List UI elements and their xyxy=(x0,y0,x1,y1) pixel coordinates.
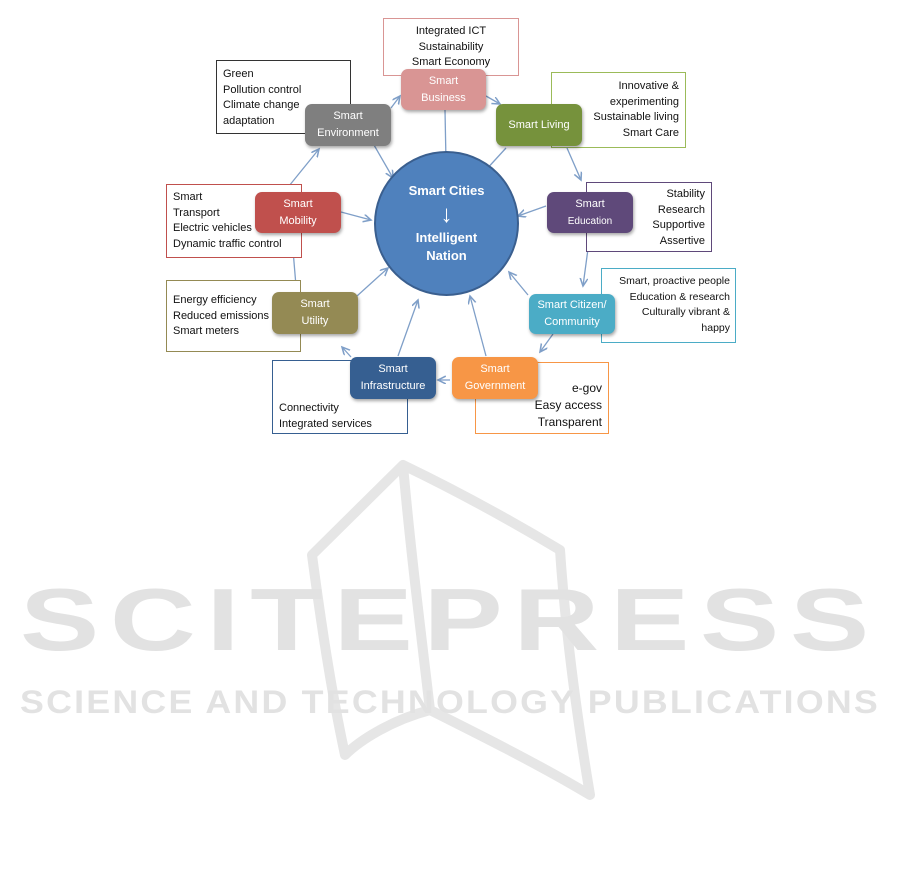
node-smart-citizen: Smart Citizen/ Community xyxy=(529,294,615,334)
scitepress-watermark: SCITEPRESS SCIENCE AND TECHNOLOGY PUBLIC… xyxy=(20,460,880,800)
info-mobility-line: Transport xyxy=(173,206,220,219)
node-infrastructure-line: Infrastructure xyxy=(360,380,426,392)
arrow-business-living xyxy=(485,95,500,104)
book-outline-icon xyxy=(307,460,595,800)
info-infrastructure-line: Integrated services xyxy=(279,417,372,430)
node-utility-line: Utility xyxy=(301,315,329,327)
info-utility-line: Energy efficiency xyxy=(173,294,257,306)
info-living-line: experimenting xyxy=(609,95,679,108)
node-smart-government: Smart Government xyxy=(452,357,538,399)
node-business-line: Business xyxy=(421,91,466,104)
arrow-mobility-environment xyxy=(288,149,319,187)
center-line-nation: Nation xyxy=(426,248,467,263)
watermark-tagline: SCIENCE AND TECHNOLOGY PUBLICATIONS xyxy=(20,684,880,720)
center-title: Smart Cities xyxy=(408,183,485,198)
arrow-environment-center xyxy=(373,144,393,178)
info-government-line: Transparent xyxy=(537,415,602,429)
node-utility-line: Smart xyxy=(300,298,330,310)
info-environment-line: Pollution control xyxy=(223,83,302,96)
node-infrastructure-line: Smart xyxy=(378,363,408,375)
info-mobility-line: Smart xyxy=(173,191,203,203)
arrow-citizen-government xyxy=(540,333,554,352)
arrow-government-center xyxy=(470,296,487,357)
info-environment-line: Climate change xyxy=(223,99,300,111)
node-citizen-line: Community xyxy=(544,316,600,328)
info-living-line: Sustainable living xyxy=(593,111,679,123)
info-citizen-line: Smart, proactive people xyxy=(619,275,730,287)
node-smart-business: Smart Business xyxy=(401,69,486,110)
node-mobility-line: Mobility xyxy=(279,214,317,227)
down-arrow-icon: ↓ xyxy=(440,201,453,228)
node-citizen-line: Smart Citizen/ xyxy=(537,299,607,311)
node-government-line: Government xyxy=(464,380,526,392)
info-citizen-line: happy xyxy=(701,321,730,334)
node-smart-utility: Smart Utility xyxy=(272,292,358,334)
arrow-infrastructure-utility xyxy=(342,347,352,358)
arrow-mobility-center xyxy=(340,211,371,220)
node-education-line: Smart xyxy=(575,197,605,210)
node-environment-line: Environment xyxy=(317,127,379,139)
info-living-line: Innovative & xyxy=(618,80,679,92)
info-infrastructure-line: Connectivity xyxy=(279,402,339,414)
node-smart-education: Smart Education xyxy=(547,192,633,233)
info-business-line: Integrated ICT xyxy=(415,25,487,37)
info-education-line: Assertive xyxy=(659,234,705,247)
info-government-line: e-gov xyxy=(571,381,602,395)
info-utility-line: Smart meters xyxy=(173,325,240,337)
node-smart-environment: Smart Environment xyxy=(305,104,391,146)
info-mobility-line: Dynamic traffic control xyxy=(173,237,282,250)
arrow-living-education xyxy=(566,147,581,180)
info-mobility-line: Electric vehicles xyxy=(173,222,252,234)
info-education-line: Supportive xyxy=(652,219,705,231)
info-box-citizen: Smart, proactive people Education & rese… xyxy=(601,268,736,343)
info-box-business: Integrated ICT Sustainability Smart Econ… xyxy=(383,18,519,76)
arrow-infrastructure-center xyxy=(397,300,418,357)
node-environment-line: Smart xyxy=(333,110,363,122)
info-utility-line: Reduced emissions xyxy=(173,309,269,322)
arrow-education-center xyxy=(518,205,547,216)
center-smart-cities: Smart Cities ↓ Intelligent Nation xyxy=(374,151,519,296)
node-living-line: Smart Living xyxy=(508,118,570,131)
info-business-line: Sustainability xyxy=(418,40,484,53)
info-education-line: Research xyxy=(657,203,705,216)
node-mobility-line: Smart xyxy=(283,197,313,210)
node-education-line: Education xyxy=(567,215,613,227)
arrow-citizen-center xyxy=(509,272,529,296)
info-citizen-line: Culturally vibrant & xyxy=(641,306,730,318)
node-government-line: Smart xyxy=(480,363,510,375)
info-living-line: Smart Care xyxy=(622,126,679,139)
center-line-intelligent: Intelligent xyxy=(415,230,478,245)
info-environment-line: adaptation xyxy=(223,114,275,127)
watermark-brand: SCITEPRESS xyxy=(20,570,880,669)
info-citizen-line: Education & research xyxy=(629,290,730,303)
info-education-line: Stability xyxy=(666,188,705,200)
info-environment-line: Green xyxy=(223,68,254,80)
arrow-utility-center xyxy=(356,268,388,297)
arrow-environment-business xyxy=(390,96,400,109)
info-business-line: Smart Economy xyxy=(411,56,491,68)
node-business-line: Smart xyxy=(428,74,459,87)
node-smart-mobility: Smart Mobility xyxy=(255,192,341,233)
node-smart-infrastructure: Smart Infrastructure xyxy=(350,357,436,399)
info-government-line: Easy access xyxy=(534,398,602,412)
node-smart-living: Smart Living xyxy=(496,104,582,146)
